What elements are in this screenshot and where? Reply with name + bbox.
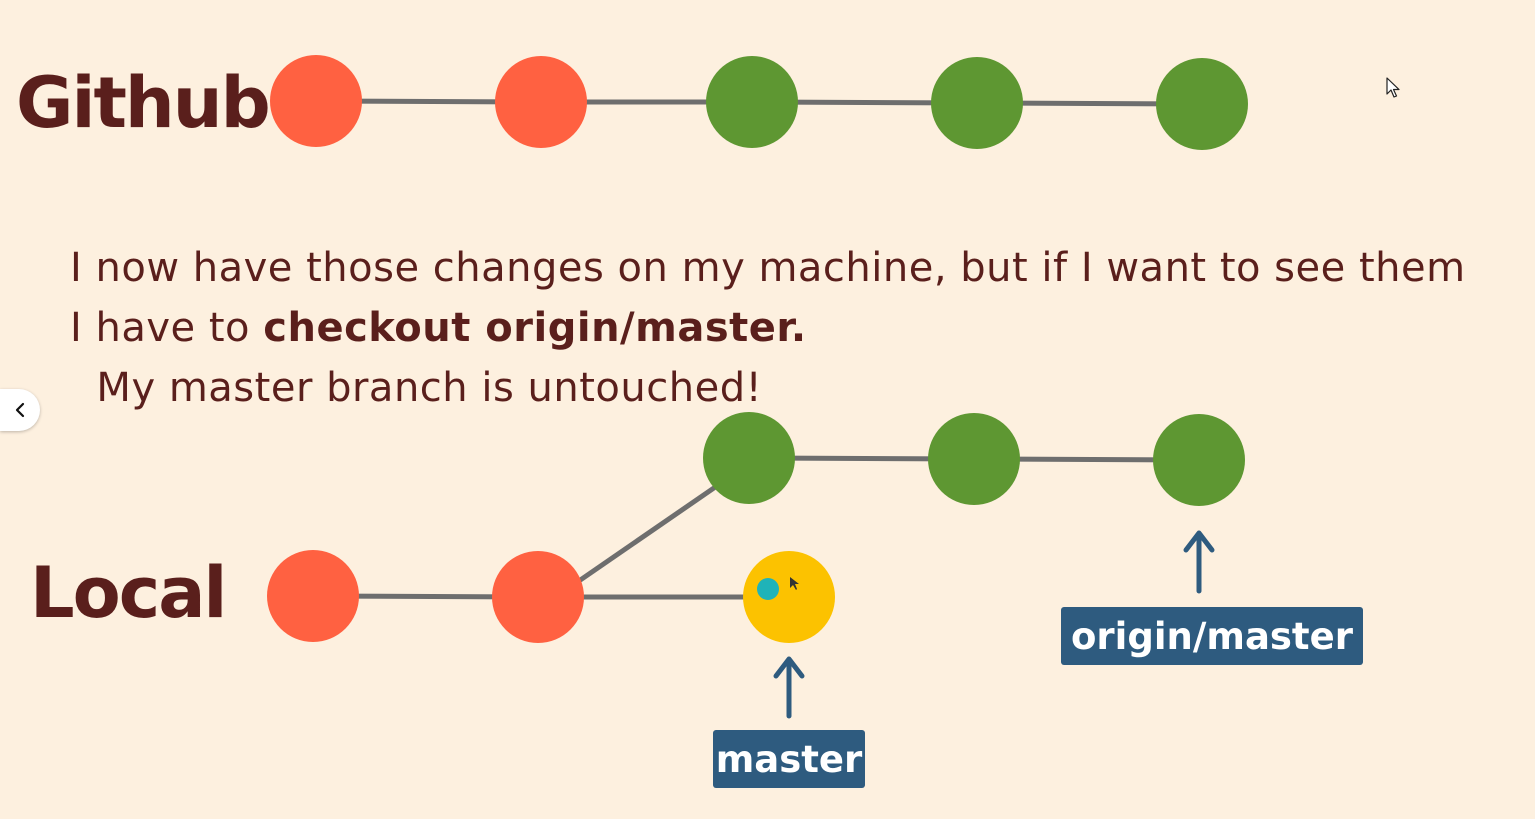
github-row-label: Github	[16, 62, 271, 144]
github-commit-red	[495, 56, 587, 148]
mouse-pointer-icon	[1386, 77, 1400, 98]
local-commit-green	[703, 412, 795, 504]
local-commit-yellow	[743, 551, 835, 643]
origin-master-arrow-icon	[1183, 530, 1215, 594]
caption-part-1: I now have those changes on my machine, …	[70, 245, 1466, 351]
caption-part-2: My master branch is untouched!	[70, 365, 763, 411]
head-dot	[757, 578, 779, 600]
github-commit-green	[1156, 58, 1248, 150]
caption-text: I now have those changes on my machine, …	[70, 238, 1470, 418]
back-button[interactable]	[0, 389, 40, 431]
github-commit-red	[270, 55, 362, 147]
local-edge-branch	[558, 467, 742, 597]
local-row-label: Local	[30, 552, 227, 634]
caption-bold-command: checkout origin/master.	[263, 305, 807, 351]
local-commit-green	[928, 413, 1020, 505]
origin-master-branch-tag: origin/master	[1061, 607, 1363, 665]
local-commit-green	[1153, 414, 1245, 506]
github-commit-green	[931, 57, 1023, 149]
chevron-left-icon	[15, 402, 25, 418]
master-arrow-icon	[773, 656, 805, 719]
local-commit-red	[492, 551, 584, 643]
small-pointer-icon	[790, 577, 799, 590]
master-branch-tag: master	[713, 730, 865, 788]
local-commit-red	[267, 550, 359, 642]
github-commit-green	[706, 56, 798, 148]
